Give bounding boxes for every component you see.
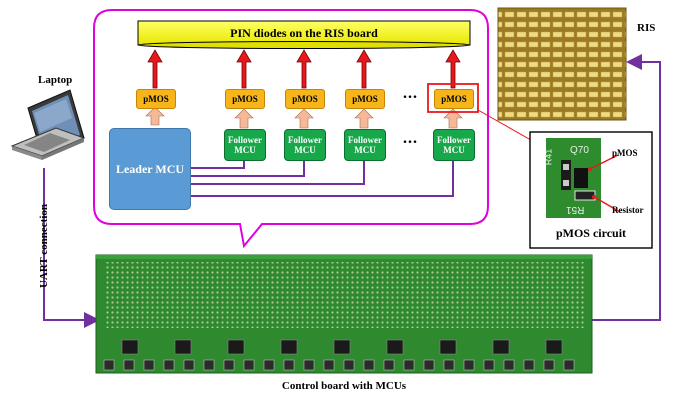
pcb-connector	[323, 359, 335, 371]
laptop-label: Laptop	[38, 74, 73, 86]
pcb-connector	[503, 359, 515, 371]
pcb-connector	[243, 359, 255, 371]
control-board-pcb	[95, 254, 593, 374]
banner-title: PIN diodes on the RIS board	[230, 26, 378, 40]
pcb-connector	[563, 359, 575, 371]
pcb-connector	[363, 359, 375, 371]
pcb-connector	[483, 359, 495, 371]
mcu-chip	[492, 339, 510, 355]
follower-mcu-line1: Follower	[288, 135, 322, 145]
pmos-circuit-title: pMOS circuit	[555, 226, 627, 240]
follower-mcu-line1: Follower	[348, 135, 382, 145]
leader-mcu-box: Leader MCU	[109, 128, 191, 210]
pmos-box-1: pMOS	[136, 89, 176, 109]
follower-mcu-2: Follower MCU	[284, 129, 326, 161]
silk-q70: Q70	[570, 145, 589, 156]
pin-diode-banner	[137, 20, 471, 49]
pmos-box-5: pMOS	[434, 89, 474, 109]
pcb-connector	[223, 359, 235, 371]
mcu-chip	[333, 339, 351, 355]
mcu-chip	[386, 339, 404, 355]
callout-pmos-label: pMOS	[612, 148, 638, 158]
follower-mcu-4: Follower MCU	[433, 129, 475, 161]
follower-mcu-line2: MCU	[443, 145, 465, 155]
red-arrows	[147, 49, 461, 89]
pcb-chip-row	[121, 339, 563, 355]
uart-wire	[43, 168, 100, 328]
laptop-icon	[10, 89, 86, 160]
pmos-box-2: pMOS	[225, 89, 265, 109]
follower-mcu-line1: Follower	[228, 135, 262, 145]
pcb-connector	[283, 359, 295, 371]
ellipsis-top: ...	[403, 85, 418, 102]
follower-mcu-line2: MCU	[294, 145, 316, 155]
pcb-connector	[523, 359, 535, 371]
follower-mcu-line2: MCU	[354, 145, 376, 155]
pcb-connector	[343, 359, 355, 371]
pcb-connector	[383, 359, 395, 371]
mcu-chip	[174, 339, 192, 355]
leader-follower-wires	[190, 160, 454, 197]
ris-label: RIS	[637, 22, 656, 34]
pcb-connector	[203, 359, 215, 371]
follower-mcu-1: Follower MCU	[224, 129, 266, 161]
pcb-connector	[443, 359, 455, 371]
uart-label: UART connection	[38, 203, 50, 289]
ris-board-photo	[497, 7, 627, 121]
orange-arrows	[145, 106, 463, 129]
pmos-highlight-box	[427, 83, 479, 113]
follower-mcu-line1: Follower	[437, 135, 471, 145]
pmos-circuit-panel	[529, 131, 653, 249]
leader-mcu-label: Leader MCU	[115, 161, 185, 176]
mcu-chip	[280, 339, 298, 355]
pmos-box-4: pMOS	[345, 89, 385, 109]
board-ris-wire	[592, 54, 661, 321]
pcb-connector	[103, 359, 115, 371]
pcb-connector-row	[103, 359, 575, 371]
mcu-chip	[439, 339, 457, 355]
follower-mcu-line2: MCU	[234, 145, 256, 155]
pcb-connector	[143, 359, 155, 371]
pcb-connector	[183, 359, 195, 371]
pcb-connector	[403, 359, 415, 371]
mcu-chip	[545, 339, 563, 355]
mcu-chip	[227, 339, 245, 355]
silk-r41: R41	[543, 148, 554, 166]
pcb-connector	[123, 359, 135, 371]
follower-mcu-3: Follower MCU	[344, 129, 386, 161]
callout-resistor-label: Resistor	[612, 205, 644, 215]
control-board-label: Control board with MCUs	[281, 380, 407, 392]
pcb-connector	[423, 359, 435, 371]
silk-r51: R51	[566, 204, 585, 215]
pcb-connector	[463, 359, 475, 371]
mcu-chip	[121, 339, 139, 355]
pcb-connector	[543, 359, 555, 371]
pcb-connector	[263, 359, 275, 371]
pcb-connector	[303, 359, 315, 371]
ellipsis-bottom: ...	[403, 130, 418, 147]
speech-bubble	[93, 9, 489, 249]
pmos-box-3: pMOS	[285, 89, 325, 109]
pcb-connector	[163, 359, 175, 371]
